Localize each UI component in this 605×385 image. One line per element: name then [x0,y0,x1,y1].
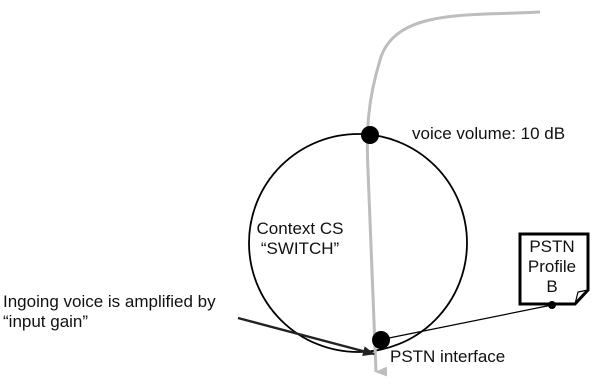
ingoing-note-line1: Ingoing voice is amplified by [3,292,216,311]
pstn-profile-line1: PSTN [529,237,574,256]
profile-connector-line [383,304,553,340]
pstn-profile-document [518,232,590,306]
context-label-line1: Context CS [257,219,344,238]
profile-connector-dot [548,301,556,309]
context-label-line2: “SWITCH” [261,239,340,258]
ingoing-note-line2: “input gain” [3,312,88,331]
amplify-arrow [237,316,375,357]
voice-volume-node [361,126,379,144]
pstn-profile-line3: B [546,277,557,296]
document-fold [574,289,589,305]
voice-volume-label: voice volume: 10 dB [412,124,565,143]
pstn-interface-label: PSTN interface [390,347,505,366]
context-circle [248,133,468,353]
pstn-profile-line2: Profile [528,257,576,276]
pstn-interface-node [372,331,390,349]
